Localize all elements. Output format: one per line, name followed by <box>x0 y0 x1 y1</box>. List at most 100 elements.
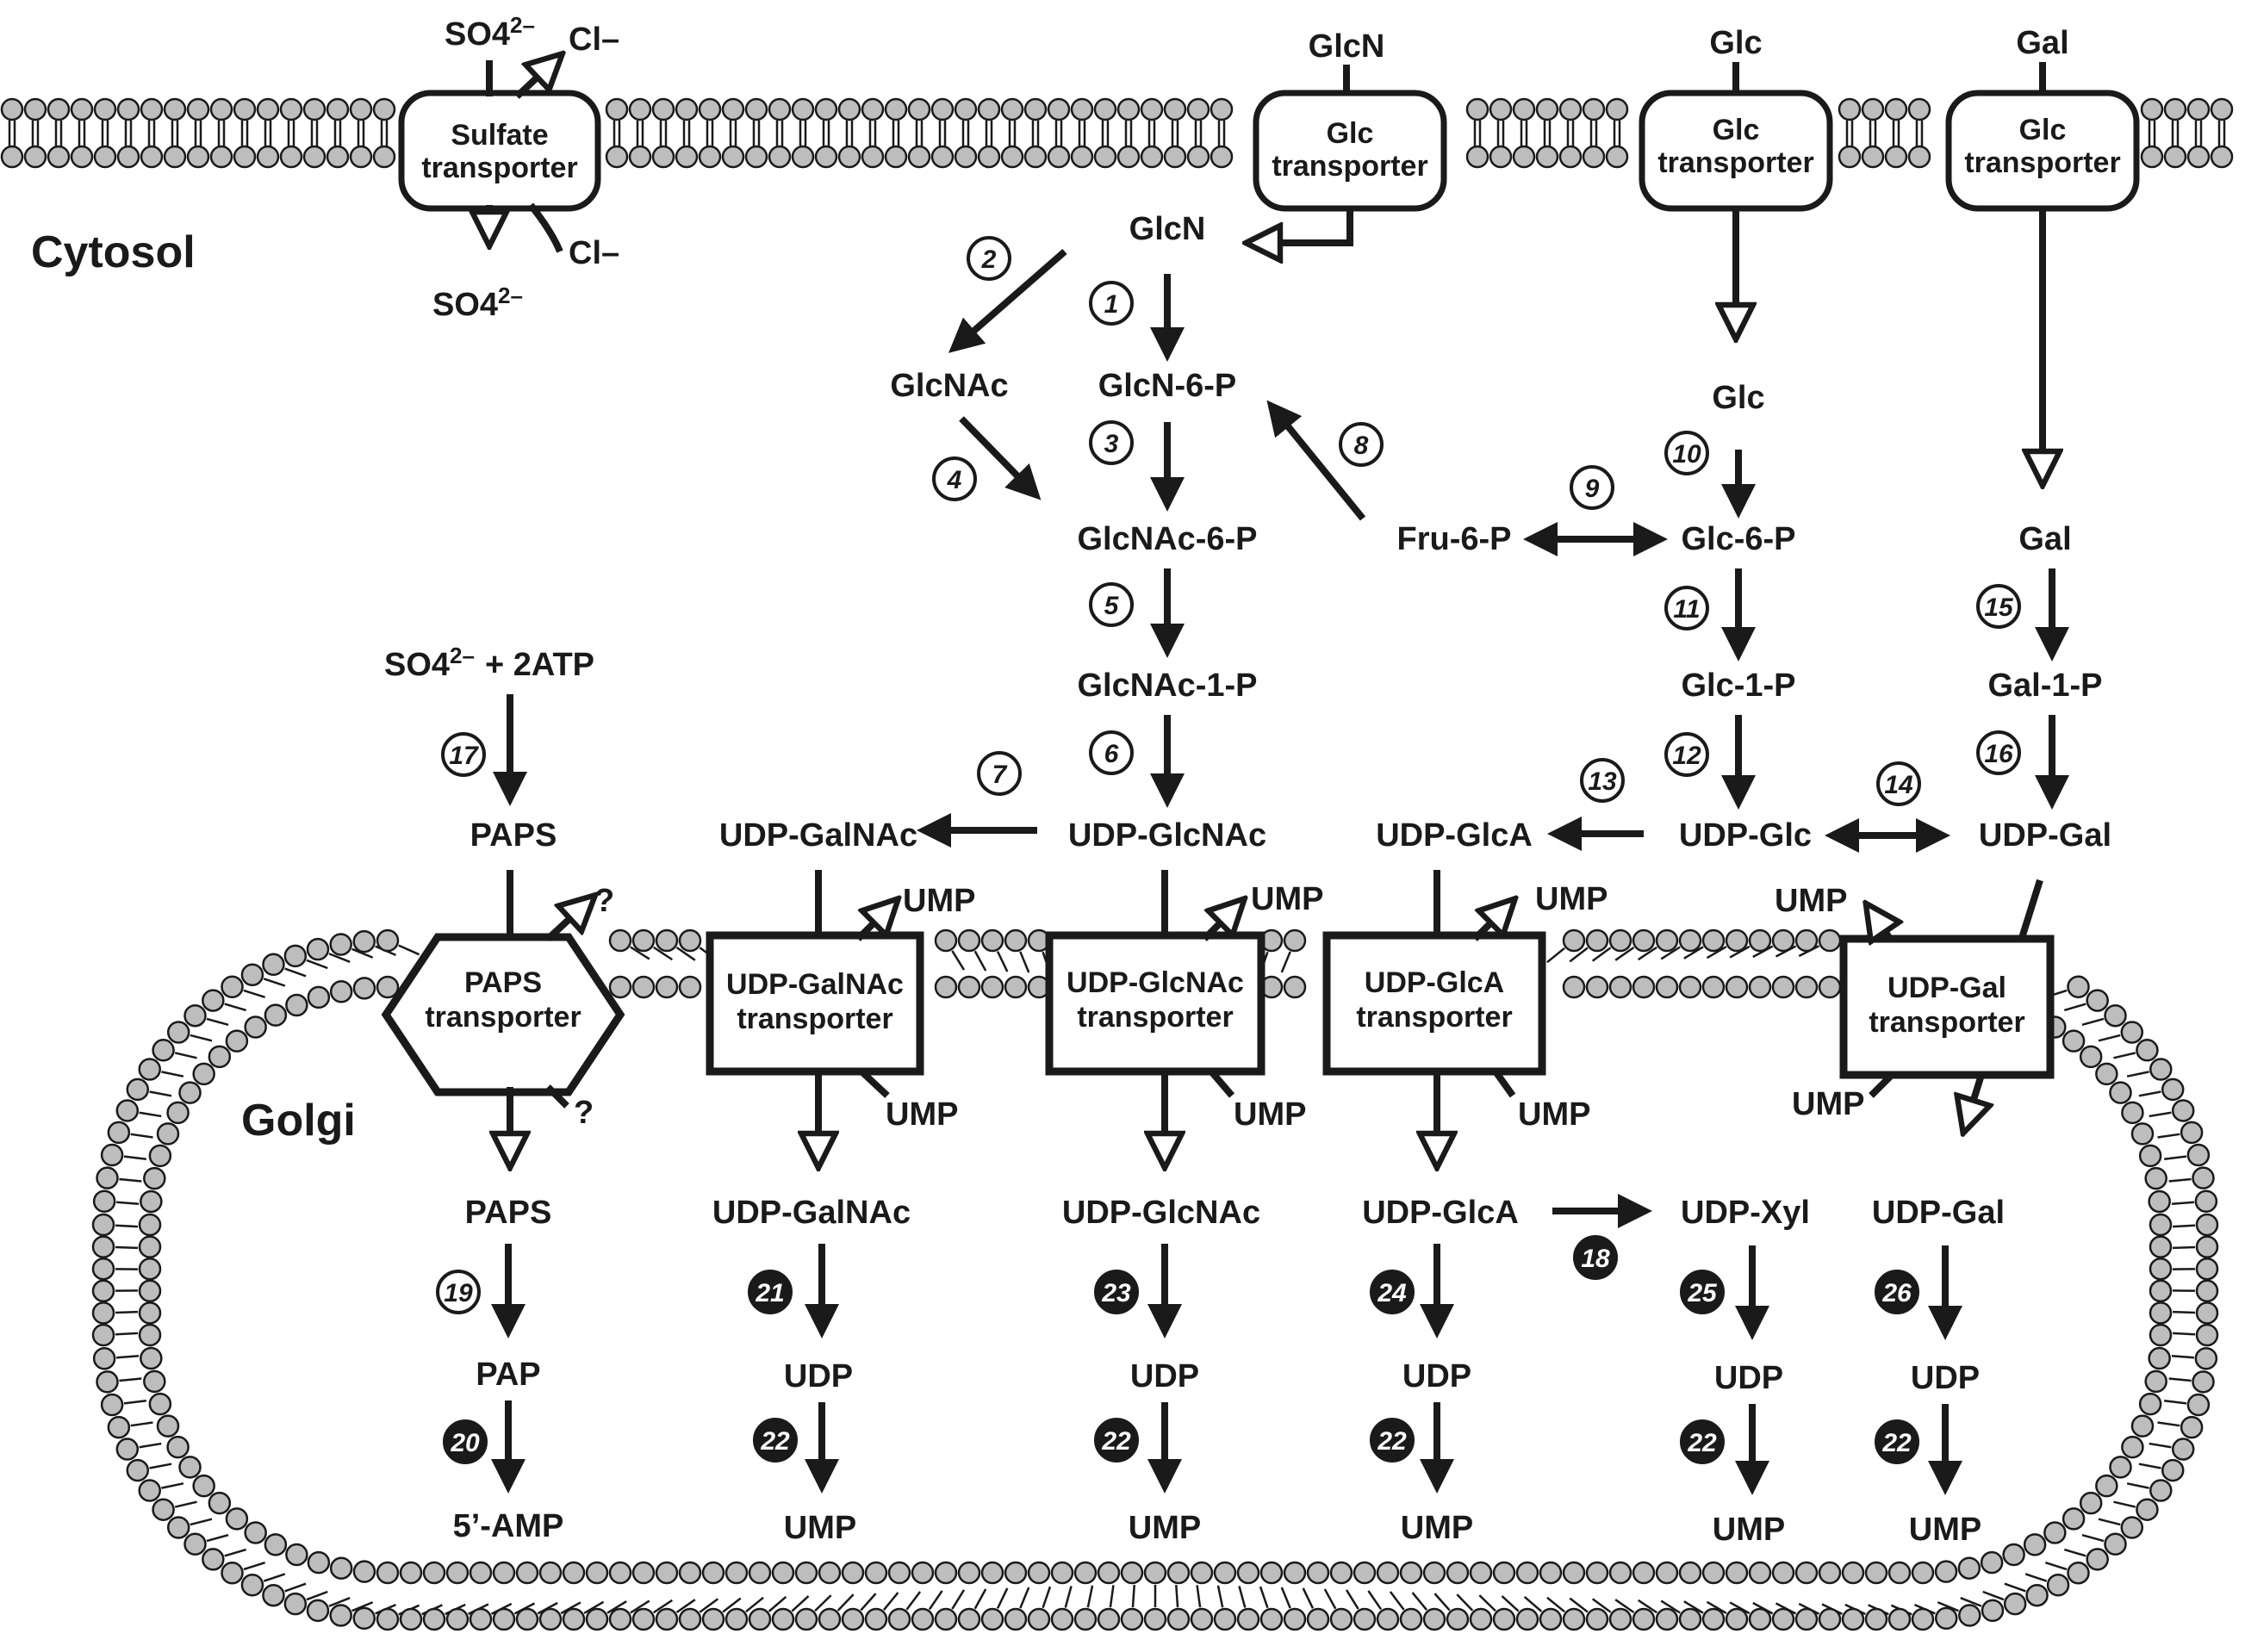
lipid-head <box>70 145 94 169</box>
step-number-3: 3 <box>1104 430 1119 458</box>
lipid-head <box>492 1607 516 1631</box>
lipid-head <box>1794 975 1819 999</box>
lipid-head <box>192 1474 215 1498</box>
glc: Glc <box>1712 380 1764 416</box>
lipid-head <box>1027 1607 1051 1631</box>
glcnac-6p: GlcNAc-6-P <box>1077 521 1257 557</box>
lipid-head <box>1725 1607 1749 1631</box>
ump-glcnac-in: UMP <box>1234 1096 1306 1133</box>
gal-extracellular: Gal <box>2016 25 2068 61</box>
lipid-head <box>1469 1607 1493 1631</box>
lipid-head <box>605 97 629 121</box>
lipid-head <box>1422 1561 1446 1585</box>
lipid-head <box>2130 1122 2155 1146</box>
lipid-head <box>352 929 376 953</box>
udp-glca-transporter-label: UDP-GlcA <box>1365 966 1504 999</box>
lipid-head <box>2186 1393 2211 1417</box>
step-circle-22-4 <box>1680 1419 1725 1464</box>
lipid-head <box>1236 1607 1260 1631</box>
lipid-head <box>2046 1573 2070 1597</box>
lipid-head <box>1163 97 1187 121</box>
lipid-head <box>1725 928 1749 953</box>
lipid-head <box>538 1607 563 1631</box>
chloride-outside: Cl– <box>569 22 619 58</box>
lipid-head <box>608 1607 632 1631</box>
lipid-head <box>934 975 958 999</box>
lipid-head <box>1701 1561 1726 1585</box>
lipid-head <box>1097 1607 1121 1631</box>
lipid-head <box>152 1039 175 1062</box>
lipid-head <box>156 1122 180 1146</box>
lipid-head <box>1887 1607 1912 1631</box>
lipid-head <box>96 1166 119 1189</box>
lipid-head <box>1794 1607 1819 1631</box>
lipid-head <box>422 1607 446 1631</box>
lipid-head <box>2186 1143 2211 1167</box>
lipid-head <box>2186 97 2211 121</box>
lipid-head <box>285 1543 308 1567</box>
lipid-head <box>1864 1607 1888 1631</box>
glcn: GlcN <box>1129 211 1206 247</box>
ump-gal-out: UMP <box>1775 883 1847 919</box>
lipid-head <box>1213 1561 1237 1585</box>
lipid-head <box>771 1561 795 1585</box>
lipid-head <box>1353 1607 1377 1631</box>
lipid-head <box>2161 1078 2185 1102</box>
ump-glcnac-final: UMP <box>1129 1510 1201 1546</box>
lipid-head <box>2180 1121 2204 1145</box>
step-circle-20 <box>443 1419 488 1464</box>
lipid-head <box>2171 1438 2195 1461</box>
lipid-head <box>1093 145 1117 169</box>
lipid-head <box>1050 1607 1074 1631</box>
step-circle-22 <box>753 1418 798 1463</box>
lipid-head <box>861 145 885 169</box>
lipid-head <box>884 97 908 121</box>
lipid-head <box>1608 975 1632 999</box>
lipid-head <box>152 1498 175 1521</box>
lipid-head <box>841 1607 865 1631</box>
lipid-head <box>930 97 955 121</box>
lipid-head <box>724 1607 749 1631</box>
lipid-head <box>2161 1458 2185 1482</box>
lipid-head <box>1655 1561 1679 1585</box>
lipid-head <box>352 1606 376 1630</box>
lipid-head <box>794 1561 818 1585</box>
lipid-head <box>2095 1062 2118 1086</box>
lipid-head <box>1023 145 1048 169</box>
lipid-head <box>2136 1039 2159 1062</box>
lipid-head <box>138 1257 162 1281</box>
lipid-head <box>2067 1562 2090 1585</box>
lipid-head <box>23 97 47 121</box>
lipid-head <box>156 1414 180 1438</box>
sulfate-atp-text: SO4 <box>384 647 450 683</box>
lipid-head <box>721 145 745 169</box>
lipid-head <box>1701 975 1726 999</box>
lipid-head <box>1116 97 1141 121</box>
lipid-head <box>148 1392 172 1416</box>
lipid-head <box>818 1561 842 1585</box>
step-circle-5 <box>1089 582 1134 627</box>
lipid-head <box>264 1533 288 1556</box>
lipid-head <box>1861 97 1885 121</box>
lipid-head <box>980 1561 1004 1585</box>
lipid-head <box>1283 1607 1307 1631</box>
lipid-head <box>1907 97 1931 121</box>
step-number-11: 11 <box>1673 595 1700 624</box>
lipid-head <box>283 944 308 968</box>
lipid-head <box>1794 1561 1819 1585</box>
udp-gal-branch: UDP <box>1911 1360 1980 1396</box>
lipid-head <box>163 145 187 169</box>
lipid-head <box>1655 1607 1679 1631</box>
lipid-head <box>148 1144 172 1168</box>
golgi-membrane <box>91 928 2219 1631</box>
lipid-head <box>256 145 280 169</box>
step-number-25: 25 <box>1687 1279 1718 1307</box>
paps-transporter-label: PAPS <box>464 966 542 999</box>
lipid-head <box>2043 1521 2067 1544</box>
lipid-head <box>515 1607 539 1631</box>
lipid-head <box>724 1561 749 1585</box>
lipid-head <box>2194 1347 2218 1370</box>
lipid-head <box>1306 1561 1330 1585</box>
lipid-head <box>349 97 373 121</box>
step-number-14: 14 <box>1884 771 1913 799</box>
